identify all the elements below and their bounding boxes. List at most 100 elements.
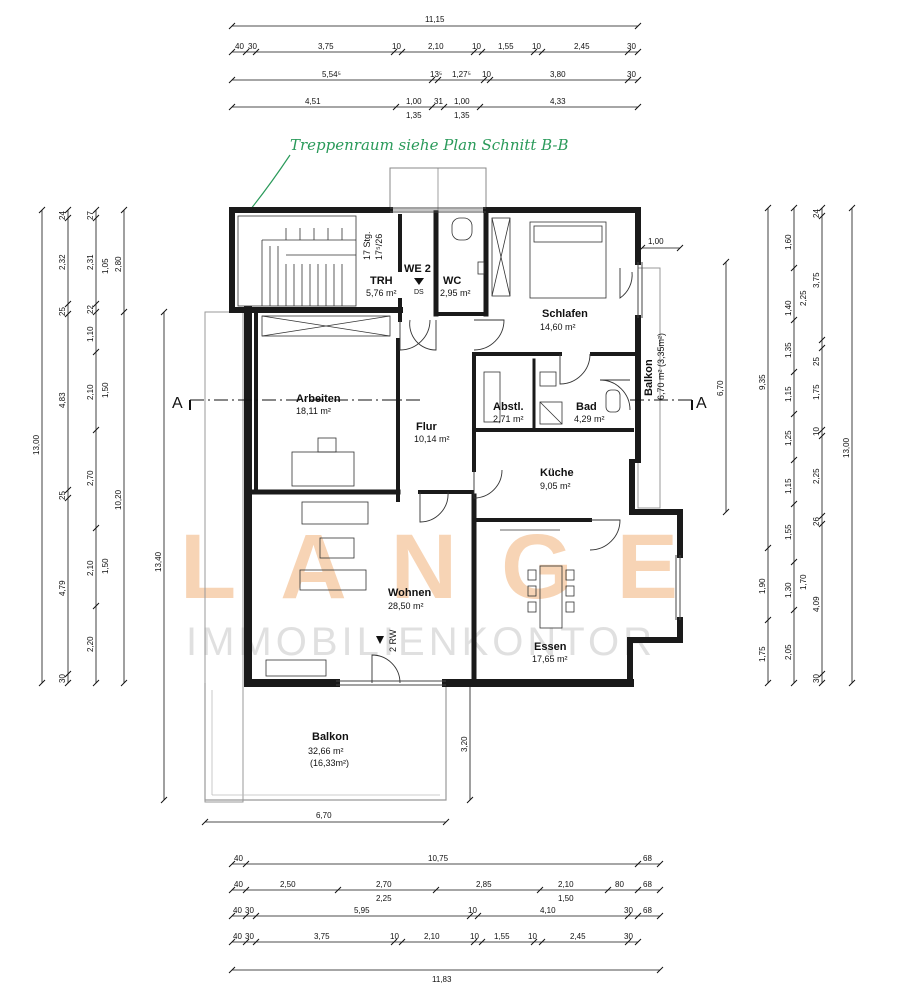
right-dim-c2-2: 1,75 [758,646,767,662]
top-dim-r4b-1: 1,35 [454,111,470,120]
top-dim-r3-2: 1,27⁵ [452,70,471,79]
left-dim-c3b-1: 1,50 [101,382,110,398]
left-dim-c3b-2: 1,50 [101,558,110,574]
we-name: WE 2 [404,263,431,275]
flur-area: 10,14 m² [414,434,450,444]
watermark-brand: LANGE [180,516,722,618]
bottom-dim-r3-6: 68 [643,906,652,915]
bottom-dim-r2b-1: 1,50 [558,894,574,903]
right-dim-c4-8: 30 [812,674,821,683]
right-dim-c4-4: 10 [812,427,821,436]
left-dim-c4-0: 2,80 [114,256,123,272]
right-dim-c3-1: 1,40 [784,300,793,316]
bottom-dim-r5-0: 11,83 [432,975,452,984]
right-dimensions: 1,00 6,70 9,35 1,90 1,75 1,60 1,40 1,35 … [638,204,856,687]
left-dim-c3b-0: 1,05 [101,258,110,274]
top-dim-r2-3: 10 [392,42,401,51]
balcony-width-dim: 6,70 [316,811,332,820]
top-dim-r2-0: 40 [235,42,244,51]
balcony-depth-dim: 3,20 [460,736,469,752]
room-labels: 17 Stg. 17⁵/26 TRH 5,76 m² WE 2 DS WC 2,… [296,231,605,664]
right-dim-c3-6: 1,55 [784,524,793,540]
rw-arrow-icon [376,636,384,644]
bottom-dim-r4-2: 3,75 [314,932,330,941]
top-dim-r4-0: 4,51 [305,97,321,106]
left-dim-c5-0: 13,40 [154,551,163,572]
bottom-dim-r4-4: 2,10 [424,932,440,941]
right-dim-c4-0: 24 [812,209,821,218]
stair-note: Treppenraum siehe Plan Schnitt B-B [290,136,569,154]
schlafen-area: 14,60 m² [540,322,576,332]
left-dim-c3-6: 2,10 [86,560,95,576]
balkon-main-area: 32,66 m² [308,746,344,756]
fixtures [261,217,621,677]
top-dim-r3-0: 5,54⁵ [322,70,341,79]
stairs [237,215,357,307]
top-dim-r2-1: 30 [248,42,257,51]
bottom-dim-r3-2: 5,95 [354,906,370,915]
bottom-dim-r2-5: 80 [615,880,624,889]
bottom-dim-r4-6: 1,55 [494,932,510,941]
top-dim-r2-9: 30 [627,42,636,51]
left-dimensions: 13,00 24 2,32 25 4,83 25 4,79 30 27 2,31… [32,206,168,804]
left-dim-c2-3: 4,83 [58,392,67,408]
right-dim-c2-1: 1,90 [758,578,767,594]
left-dim-c2-0: 24 [58,211,67,220]
watermark-sub: IMMOBILIENKONTOR [186,620,656,664]
left-dim-c2-4: 25 [58,491,67,500]
right-dim-c3b-1: 1,70 [799,574,808,590]
bottom-dim-r2-1: 2,50 [280,880,296,889]
right-dim-c4-2: 25 [812,357,821,366]
left-dim-c2-2: 25 [58,307,67,316]
trh-name: TRH [370,275,393,287]
kueche-area: 9,05 m² [540,481,571,491]
bottom-dim-r2-0: 40 [234,880,243,889]
bottom-dim-r4-3: 10 [390,932,399,941]
right-dim-c3-5: 1,15 [784,478,793,494]
doors [371,268,633,684]
bottom-dim-r3-4: 4,10 [540,906,556,915]
section-label-left: A [172,395,183,412]
we-sub: DS [414,289,424,296]
bad-name: Bad [576,401,597,413]
balkon-main-half: (16,33m²) [310,758,349,768]
top-dim-r2-7: 10 [532,42,541,51]
left-dim-c3-4: 2,10 [86,384,95,400]
left-dim-c1-0: 13,00 [32,434,41,455]
bottom-dim-r4-0: 40 [233,932,242,941]
top-dim-r3-5: 30 [627,70,636,79]
top-dim-r4-3: 1,00 [454,97,470,106]
we-arrow-icon [414,278,424,285]
windows [336,207,681,686]
bottom-dim-r2b-0: 2,25 [376,894,392,903]
stairs-ratio: 17⁵/26 [374,234,384,260]
top-dim-r4-2: 31 [434,97,443,106]
trh-area: 5,76 m² [366,288,397,298]
right-dim-c1-1: 6,70 [716,380,725,396]
bottom-dim-r2-6: 68 [643,880,652,889]
top-dim-r2-2: 3,75 [318,42,334,51]
section-label-right: A [696,395,707,412]
bottom-dim-r4-8: 2,45 [570,932,586,941]
right-dim-c3b-0: 2,25 [799,290,808,306]
right-dim-c4-3: 1,75 [812,384,821,400]
bottom-dim-r1-2: 68 [643,854,652,863]
bottom-dim-r3-1: 30 [245,906,254,915]
balcony-dimensions: 6,70 3,20 [201,679,474,826]
arbeiten-area: 18,11 m² [296,406,331,416]
balcony-main: Balkon 32,66 m² (16,33m²) [204,311,447,803]
bottom-dim-r4-9: 30 [624,932,633,941]
right-dim-c3-4: 1,25 [784,430,793,446]
walls [229,207,683,687]
left-dim-c2-1: 2,32 [58,254,67,270]
arbeiten-name: Arbeiten [296,393,341,405]
left-dim-c3-7: 2,20 [86,636,95,652]
right-dim-c3-8: 2,05 [784,644,793,660]
right-dim-c4-5: 2,25 [812,468,821,484]
abstl-area: 2,71 m² [493,414,524,424]
top-dim-r3-1: 13⁵ [430,70,442,79]
essen-area: 17,65 m² [532,654,568,664]
left-dim-c2-6: 30 [58,674,67,683]
left-dim-c3-1: 2,31 [86,254,95,270]
